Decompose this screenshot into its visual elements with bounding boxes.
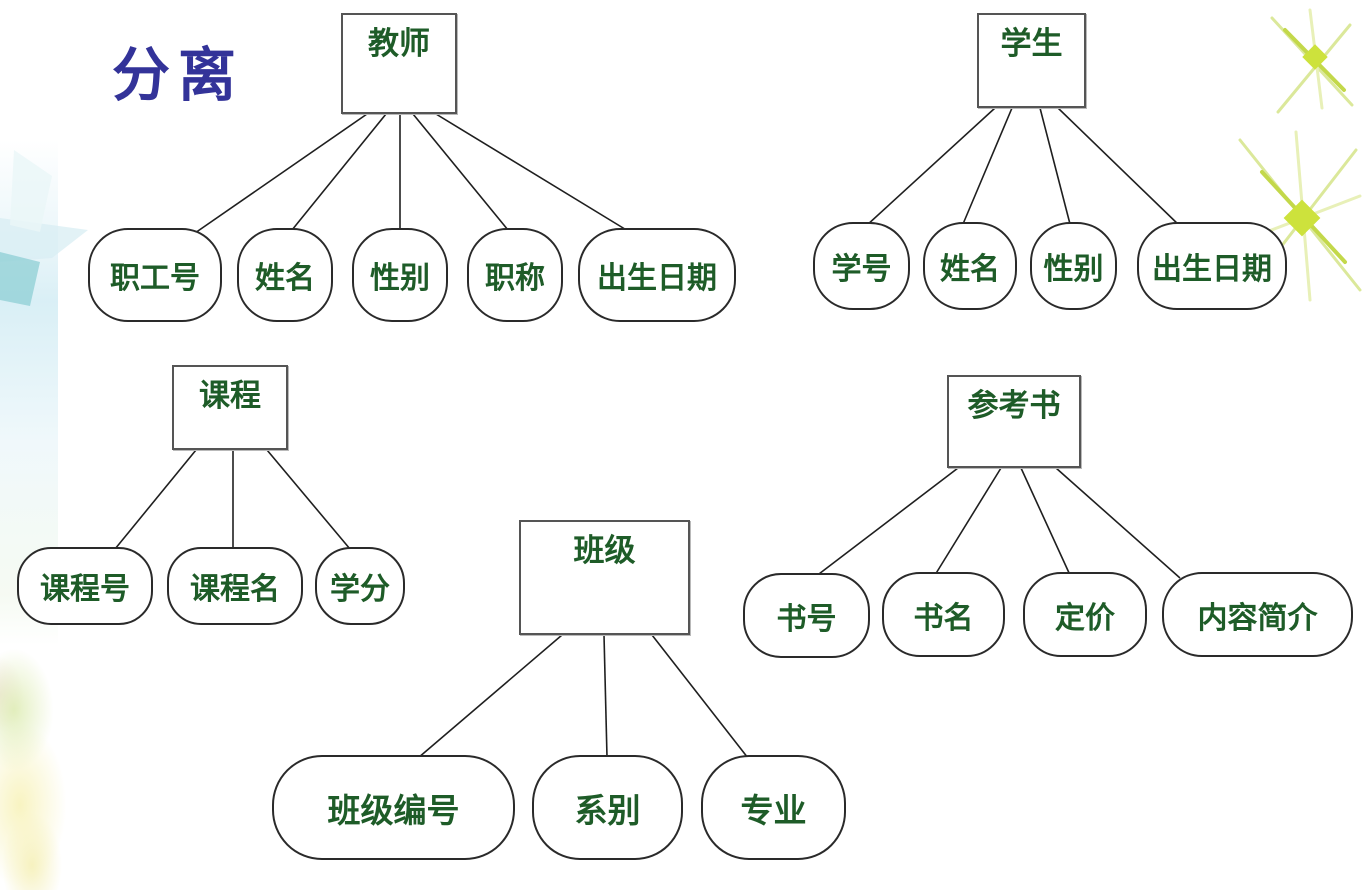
attribute-class-department: 系别	[532, 755, 683, 860]
connector-line	[1057, 107, 1183, 229]
connector-line	[865, 107, 996, 227]
connector-line	[1055, 467, 1181, 579]
connector-line	[651, 634, 749, 759]
connector-line	[1039, 107, 1071, 225]
entity-box-class: 班级	[519, 520, 690, 635]
connector-line	[114, 449, 197, 550]
connector-line	[1020, 467, 1071, 576]
connector-line	[814, 467, 959, 578]
attribute-student-birth-date: 出生日期	[1137, 222, 1287, 310]
attribute-course-course-no: 课程号	[17, 547, 153, 625]
connector-line	[266, 449, 351, 550]
attribute-teacher-birth-date: 出生日期	[578, 228, 736, 322]
connector-line	[934, 467, 1002, 576]
entity-box-teacher: 教师	[341, 13, 457, 114]
entity-box-student: 学生	[977, 13, 1086, 108]
attribute-book-price: 定价	[1023, 572, 1147, 657]
connector-line	[962, 107, 1013, 225]
connector-line	[291, 113, 387, 231]
attribute-book-book-no: 书号	[743, 573, 870, 658]
attribute-student-student-no: 学号	[813, 222, 910, 310]
connector-line	[417, 634, 563, 759]
attribute-book-summary: 内容简介	[1162, 572, 1353, 657]
entity-box-reference-book: 参考书	[947, 375, 1081, 468]
sparkle-icon	[1270, 8, 1354, 114]
attribute-book-book-name: 书名	[882, 572, 1005, 657]
attribute-course-course-name: 课程名	[167, 547, 303, 625]
watercolor-fan-shape	[0, 150, 88, 306]
attribute-teacher-name: 姓名	[237, 228, 333, 322]
attribute-student-name: 姓名	[923, 222, 1017, 310]
slide-title: 分离	[112, 43, 245, 108]
connector-line	[194, 113, 368, 234]
attribute-teacher-employee-no: 职工号	[88, 228, 222, 322]
attribute-class-class-no: 班级编号	[272, 755, 515, 860]
entity-box-course: 课程	[172, 365, 288, 450]
connector-line	[603, 634, 608, 758]
attribute-teacher-gender: 性别	[352, 228, 448, 322]
connector-line	[412, 113, 509, 231]
attribute-class-major: 专业	[701, 755, 846, 860]
connector-line	[435, 113, 634, 235]
attribute-student-gender: 性别	[1030, 222, 1117, 310]
watercolor-decoration-bottom-left	[0, 640, 82, 890]
attribute-course-credits: 学分	[315, 547, 405, 625]
attribute-teacher-title: 职称	[467, 228, 563, 322]
